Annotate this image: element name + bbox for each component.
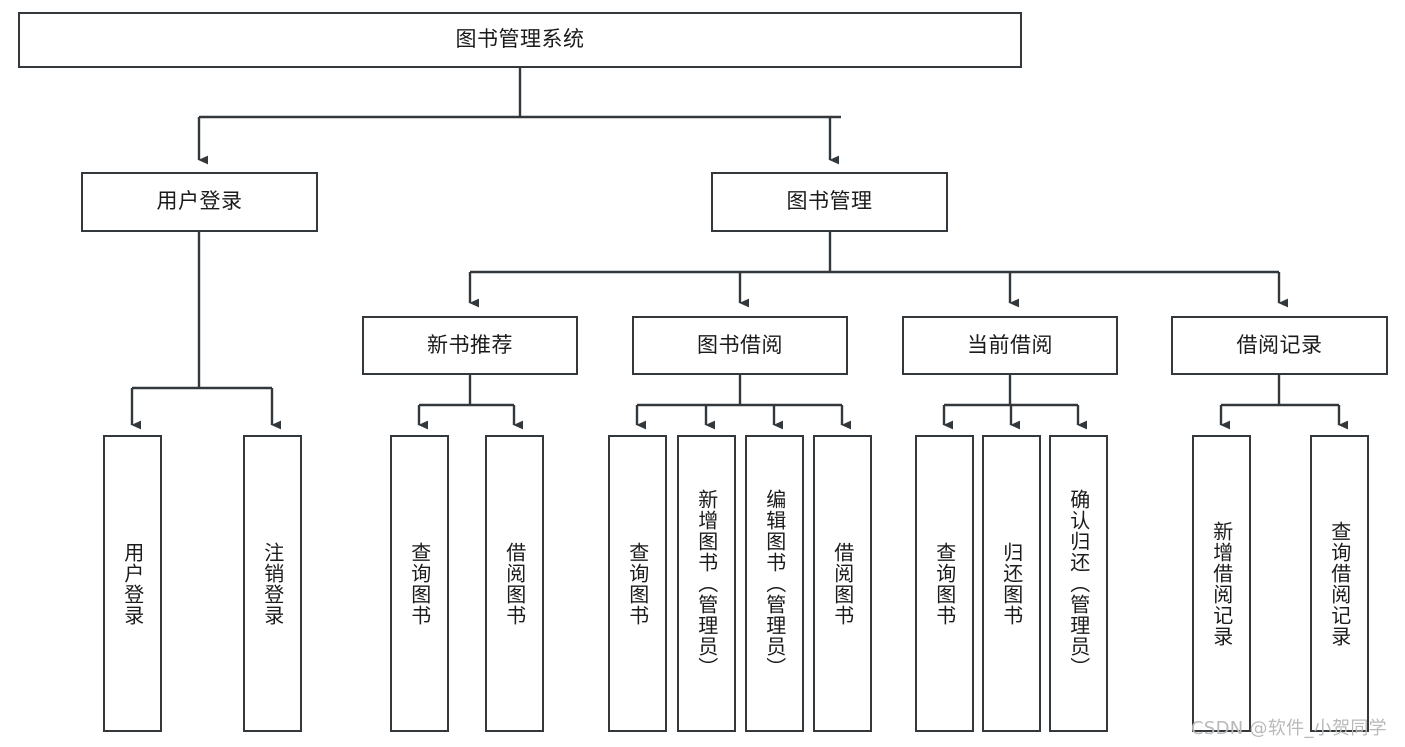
node-label: 借阅图书 — [830, 541, 855, 626]
node-label: 新增图书（管理员） — [694, 489, 719, 678]
node-label: 借阅图书 — [502, 541, 527, 626]
leaf-new-book-borrow-book[interactable]: 借阅图书 — [485, 435, 544, 732]
leaf-user-login[interactable]: 用户登录 — [103, 435, 162, 732]
node-label: 查询借阅记录 — [1327, 520, 1352, 647]
leaf-borrow-query-book[interactable]: 查询图书 — [608, 435, 667, 732]
node-label: 查询图书 — [932, 541, 957, 626]
leaf-record-query-borrow-record[interactable]: 查询借阅记录 — [1310, 435, 1369, 732]
node-root-book-management-system[interactable]: 图书管理系统 — [18, 12, 1022, 68]
node-current-borrow[interactable]: 当前借阅 — [902, 316, 1118, 375]
node-label: 图书借阅 — [697, 332, 783, 357]
node-label: 用户登录 — [120, 541, 145, 626]
leaf-borrow-edit-book-admin[interactable]: 编辑图书（管理员） — [745, 435, 804, 732]
node-label: 借阅记录 — [1236, 332, 1323, 357]
node-label: 查询图书 — [407, 541, 432, 626]
node-new-book-recommend[interactable]: 新书推荐 — [362, 316, 578, 375]
node-label: 确认归还（管理员） — [1066, 489, 1091, 678]
node-label: 新书推荐 — [427, 332, 513, 357]
node-borrow-record[interactable]: 借阅记录 — [1171, 316, 1388, 375]
leaf-new-book-query-book[interactable]: 查询图书 — [390, 435, 449, 732]
node-label: 查询图书 — [625, 541, 650, 626]
node-user-login[interactable]: 用户登录 — [81, 172, 318, 232]
node-label: 用户登录 — [156, 189, 243, 214]
node-label: 新增借阅记录 — [1209, 520, 1234, 647]
leaf-record-add-borrow-record[interactable]: 新增借阅记录 — [1192, 435, 1251, 732]
node-label: 当前借阅 — [967, 332, 1053, 357]
leaf-borrow-borrow-book[interactable]: 借阅图书 — [813, 435, 872, 732]
leaf-borrow-add-book-admin[interactable]: 新增图书（管理员） — [677, 435, 736, 732]
leaf-logout[interactable]: 注销登录 — [243, 435, 302, 732]
node-book-borrow[interactable]: 图书借阅 — [632, 316, 848, 375]
node-label: 注销登录 — [260, 541, 285, 626]
leaf-current-confirm-return-admin[interactable]: 确认归还（管理员） — [1049, 435, 1108, 732]
leaf-current-return-book[interactable]: 归还图书 — [982, 435, 1041, 732]
node-book-management[interactable]: 图书管理 — [711, 172, 948, 232]
node-label: 编辑图书（管理员） — [762, 489, 787, 678]
node-label: 图书管理 — [786, 189, 873, 214]
leaf-current-query-book[interactable]: 查询图书 — [915, 435, 974, 732]
node-label: 图书管理系统 — [455, 27, 585, 52]
node-label: 归还图书 — [999, 541, 1024, 626]
